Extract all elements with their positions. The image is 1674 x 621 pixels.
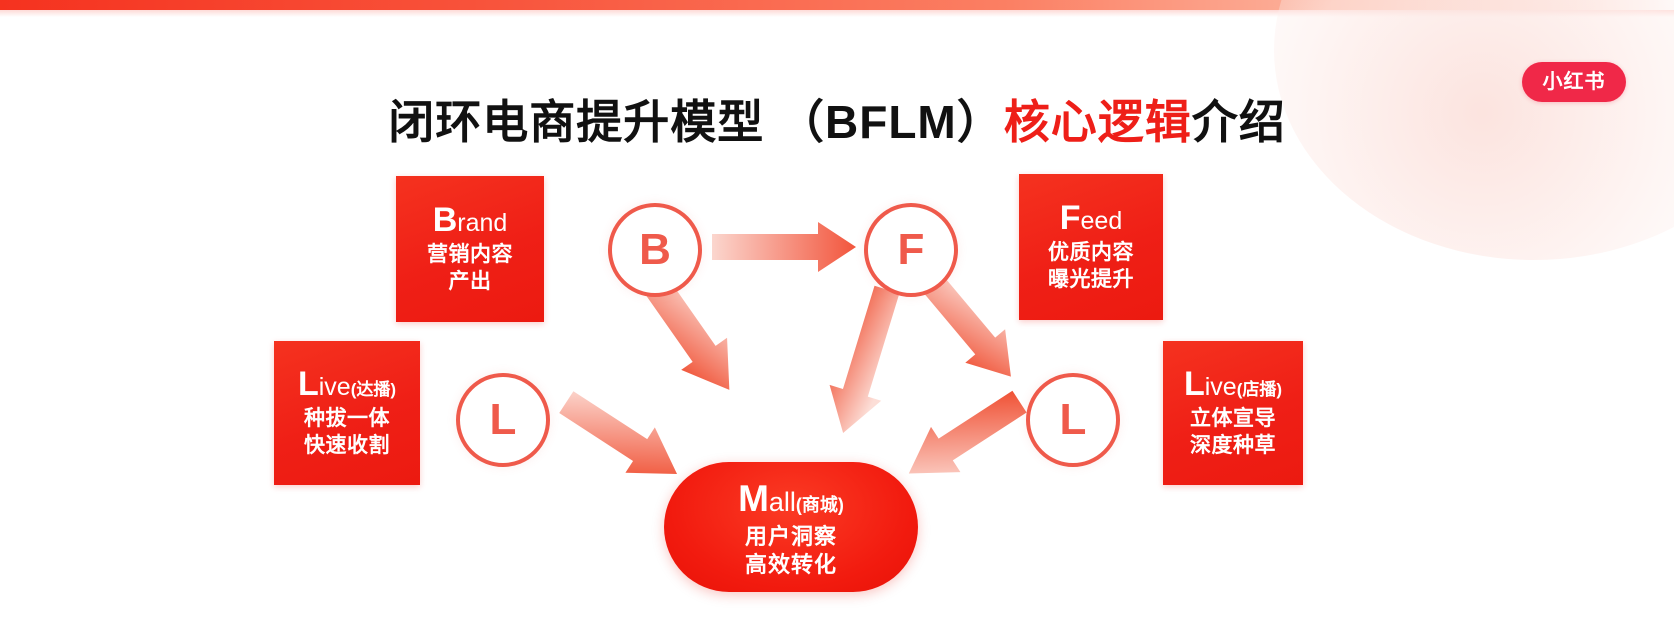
box-feed[interactable]: Feed 优质内容 曝光提升	[1019, 174, 1163, 320]
xiaohongshu-logo-label: 小红书	[1542, 71, 1606, 93]
box-brand-line-2: 产出	[448, 269, 492, 293]
box-live-daobo-paren: (达播)	[350, 379, 397, 399]
center-node-mall-paren: (商城)	[795, 494, 844, 515]
top-accent-bar-shadow	[0, 10, 1674, 17]
circle-node-b-letter: B	[639, 225, 671, 274]
page-title: 闭环电商提升模型 （BFLM）核心逻辑介绍	[0, 86, 1674, 152]
arrow-f-to-mall	[829, 285, 900, 433]
box-feed-line-2: 曝光提升	[1048, 267, 1134, 291]
box-feed-head: Feed	[1060, 201, 1123, 235]
box-live-daobo-initial: L	[297, 364, 319, 403]
page-title-part-2: 介绍	[1191, 96, 1286, 148]
box-feed-initial: F	[1059, 198, 1081, 237]
box-live-daobo-line-1: 种拔一体	[304, 406, 390, 430]
arrow-b-to-f	[712, 222, 856, 272]
circle-node-l-right[interactable]: L	[1026, 373, 1120, 467]
circle-node-b[interactable]: B	[608, 203, 702, 297]
box-live-dianbo-initial: L	[1183, 364, 1205, 403]
box-live-daobo-head: Live(达播)	[298, 367, 396, 401]
circle-node-l-right-letter: L	[1059, 395, 1087, 444]
circle-node-f-letter: F	[897, 225, 925, 274]
box-live-dianbo-line-1: 立体宣导	[1190, 406, 1276, 430]
box-brand-line-1: 营销内容	[427, 242, 513, 266]
arrow-l-left-to-mall	[559, 391, 678, 475]
box-live-daobo-line-2: 快速收割	[304, 433, 390, 457]
xiaohongshu-logo: 小红书	[1522, 62, 1626, 102]
box-brand-word: rand	[457, 208, 508, 237]
box-feed-word: eed	[1080, 206, 1123, 235]
box-live-dianbo-head: Live(店播)	[1184, 367, 1282, 401]
center-node-mall-line-2: 高效转化	[744, 552, 837, 578]
center-node-mall-line-1: 用户洞察	[744, 523, 837, 549]
center-node-mall[interactable]: Mall(商城) 用户洞察 高效转化	[664, 462, 918, 592]
box-live-daobo-word: ive	[318, 372, 351, 401]
box-live-dianbo-word: ive	[1204, 372, 1237, 401]
box-live-dianbo-line-2: 深度种草	[1190, 433, 1276, 457]
box-feed-line-1: 优质内容	[1048, 240, 1134, 264]
box-live-dianbo-paren: (店播)	[1236, 379, 1283, 399]
center-node-mall-head: Mall(商城)	[738, 477, 844, 519]
circle-node-f[interactable]: F	[864, 203, 958, 297]
box-live-daobo[interactable]: Live(达播) 种拔一体 快速收割	[274, 341, 420, 485]
box-brand[interactable]: Brand 营销内容 产出	[396, 176, 544, 322]
center-node-mall-initial: M	[738, 477, 769, 519]
circle-node-l-left-letter: L	[489, 395, 517, 444]
box-live-dianbo[interactable]: Live(店播) 立体宣导 深度种草	[1163, 341, 1303, 485]
top-accent-bar	[0, 0, 1674, 10]
box-brand-head: Brand	[433, 203, 508, 237]
page-title-highlight: 核心逻辑	[1003, 96, 1192, 148]
page-title-part-1: 闭环电商提升模型 （BFLM）	[388, 96, 1004, 148]
box-brand-initial: B	[432, 200, 458, 239]
arrow-l-right-to-mall	[908, 390, 1027, 474]
circle-node-l-left[interactable]: L	[456, 373, 550, 467]
center-node-mall-word: all	[768, 486, 796, 517]
